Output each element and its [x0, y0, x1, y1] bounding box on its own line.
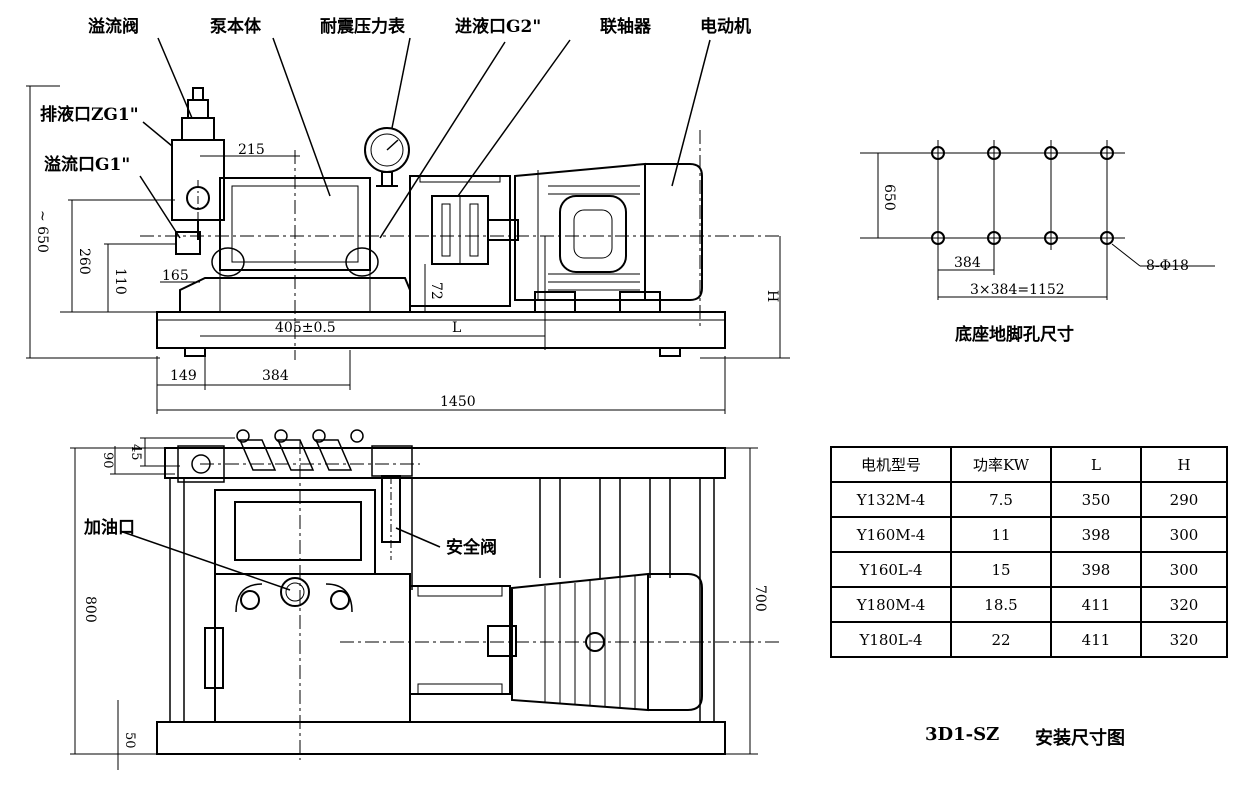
footer-model: 3D1-SZ: [925, 724, 1000, 745]
label-inlet: 进液口G2": [455, 16, 541, 37]
cell-model: Y180M-4: [830, 586, 952, 623]
label-safety-valve: 安全阀: [446, 537, 497, 558]
dim-384: 384: [262, 368, 289, 384]
cell-L: 411: [1050, 621, 1142, 658]
dim-90: 90: [100, 452, 115, 469]
dim-215: 215: [238, 142, 265, 158]
label-overflow-valve: 溢流阀: [88, 16, 139, 37]
cell-H: 300: [1140, 516, 1228, 553]
hole-dim-650: 650: [881, 184, 897, 211]
dim-110: 110: [112, 268, 128, 295]
table-row: Y160M-4 11 398 300: [830, 516, 1228, 553]
table-row: Y160L-4 15 398 300: [830, 551, 1228, 588]
dim-45: 45: [128, 444, 143, 461]
cell-H: 320: [1140, 621, 1228, 658]
dim-L: L: [452, 320, 461, 336]
dim-165: 165: [162, 268, 189, 284]
cell-power: 7.5: [950, 481, 1052, 518]
cell-H: 290: [1140, 481, 1228, 518]
base-hole-caption: 底座地脚孔尺寸: [955, 324, 1074, 345]
bottom-view-text: 加油口 安全阀 45 90 800 700 50: [82, 444, 768, 749]
dim-72: 72: [428, 282, 444, 300]
bottom-view-drawing: [70, 429, 780, 770]
cell-power: 15: [950, 551, 1052, 588]
cell-power: 18.5: [950, 586, 1052, 623]
dim-H: H: [764, 290, 780, 302]
label-oil-port: 加油口: [83, 517, 135, 538]
table-row: Y180M-4 18.5 411 320: [830, 586, 1228, 623]
base-hole-diagram: [860, 140, 1215, 300]
dim-260: 260: [76, 248, 92, 275]
col-header-H: H: [1140, 446, 1228, 483]
dim-700: 700: [752, 585, 768, 612]
label-outlet: 排液口ZG1": [40, 104, 139, 125]
label-motor: 电动机: [700, 16, 751, 37]
cell-L: 350: [1050, 481, 1142, 518]
cell-H: 300: [1140, 551, 1228, 588]
cell-H: 320: [1140, 586, 1228, 623]
cell-model: Y132M-4: [830, 481, 952, 518]
base-hole-circles: [931, 146, 1114, 245]
dim-1450: 1450: [440, 394, 476, 410]
hole-dim-384: 384: [954, 255, 981, 271]
base-hole-text: 650 384 3×384=1152 8-Φ18 底座地脚孔尺寸: [881, 184, 1189, 345]
top-view-drawing: [26, 37, 790, 414]
top-view-text: 溢流阀 泵本体 耐震压力表 进液口G2" 联轴器 电动机 排液口ZG1" 溢流口…: [34, 16, 780, 410]
dim-650: ~ 650: [34, 210, 50, 253]
label-pump-body: 泵本体: [210, 16, 262, 37]
dim-800: 800: [82, 596, 98, 623]
col-header-model: 电机型号: [830, 446, 952, 483]
motor-spec-table: 电机型号 功率KW L H Y132M-4 7.5 350 290 Y160M-…: [830, 446, 1228, 658]
cell-power: 11: [950, 516, 1052, 553]
table-row: Y132M-4 7.5 350 290: [830, 481, 1228, 518]
cell-model: Y160L-4: [830, 551, 952, 588]
cell-L: 398: [1050, 551, 1142, 588]
dim-405: 405±0.5: [275, 320, 336, 336]
label-coupling: 联轴器: [600, 16, 652, 37]
dim-149: 149: [170, 368, 197, 384]
table-row: Y180L-4 22 411 320: [830, 621, 1228, 658]
cell-model: Y180L-4: [830, 621, 952, 658]
label-overflow-port: 溢流口G1": [44, 154, 130, 175]
cell-power: 22: [950, 621, 1052, 658]
dim-50: 50: [122, 732, 137, 749]
col-header-L: L: [1050, 446, 1142, 483]
hole-dim-1152: 3×384=1152: [970, 282, 1065, 298]
hole-spec: 8-Φ18: [1146, 258, 1189, 274]
footer-title: 安装尺寸图: [1035, 728, 1125, 749]
label-gauge: 耐震压力表: [320, 16, 406, 37]
cell-L: 411: [1050, 586, 1142, 623]
table-header-row: 电机型号 功率KW L H: [830, 446, 1228, 483]
cell-model: Y160M-4: [830, 516, 952, 553]
cell-L: 398: [1050, 516, 1142, 553]
col-header-power: 功率KW: [950, 446, 1052, 483]
